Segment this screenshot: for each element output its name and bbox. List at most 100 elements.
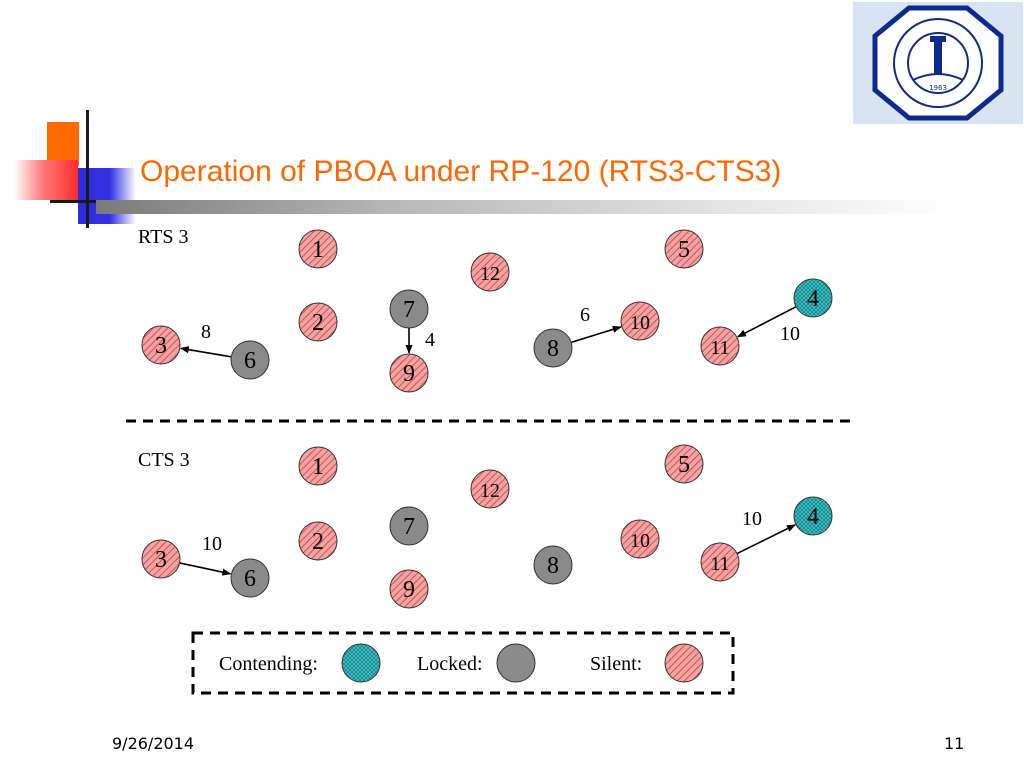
- deco-red-gradient: [14, 160, 78, 200]
- node-12: 12: [470, 252, 510, 292]
- node-7: 7: [389, 506, 429, 546]
- node-circle-locked: [389, 289, 429, 329]
- node-label: 4: [807, 504, 819, 530]
- node-circle-silent: [664, 444, 704, 484]
- node-circle-silent: [664, 229, 704, 269]
- slide-title: Operation of PBOA under RP-120 (RTS3-CTS…: [140, 155, 782, 188]
- node-3: 3: [141, 325, 181, 365]
- title-underline: [96, 200, 956, 214]
- university-seal-icon: 1963: [872, 5, 1004, 121]
- legend: Contending: Locked: Silent:: [191, 631, 735, 695]
- edge-label: 10: [202, 533, 222, 555]
- edge-label: 10: [780, 323, 800, 345]
- legend-label-contending: Contending:: [219, 653, 318, 675]
- node-label: 11: [710, 553, 729, 575]
- node-6: 6: [230, 558, 270, 598]
- node-5: 5: [664, 229, 704, 269]
- edge-label: 8: [201, 321, 211, 343]
- node-label: 8: [547, 553, 559, 579]
- node-circle-silent: [470, 469, 510, 509]
- node-2: 2: [298, 521, 338, 561]
- node-12: 12: [470, 469, 510, 509]
- legend-label-silent: Silent:: [590, 653, 642, 675]
- node-label: 9: [403, 577, 415, 603]
- panel-label: CTS 3: [138, 449, 190, 471]
- edge-11-to-4: [736, 524, 796, 555]
- node-circle-silent: [389, 569, 429, 609]
- node-circle-silent: [141, 325, 181, 365]
- node-label: 7: [403, 297, 415, 323]
- legend-swatch-locked: [496, 643, 536, 683]
- node-label: 9: [403, 361, 415, 387]
- legend-box: [191, 631, 735, 695]
- node-circle-silent: [620, 519, 660, 559]
- edge-3-to-6: [179, 562, 232, 576]
- node-1: 1: [298, 229, 338, 269]
- node-8: 8: [533, 545, 573, 585]
- node-circle-silent: [620, 301, 660, 341]
- deco-horizontal-line: [50, 200, 140, 203]
- node-circle-silent: [700, 326, 740, 366]
- node-circle-silent: [298, 521, 338, 561]
- node-4: 4: [793, 278, 833, 318]
- node-2: 2: [298, 302, 338, 342]
- node-circle-silent: [389, 353, 429, 393]
- node-11: 11: [700, 542, 740, 582]
- footer-page-number: 11: [944, 734, 965, 753]
- node-10: 10: [620, 301, 660, 341]
- edge-4-to-11: [736, 306, 797, 338]
- legend-swatch-contending: [341, 643, 381, 683]
- node-label: 12: [480, 263, 500, 285]
- node-label: 4: [807, 286, 819, 312]
- node-label: 7: [403, 514, 415, 540]
- node-label: 1: [312, 454, 324, 480]
- node-label: 6: [244, 566, 256, 592]
- node-circle-silent: [470, 252, 510, 292]
- node-label: 10: [630, 530, 650, 552]
- panel-label: RTS 3: [138, 226, 188, 248]
- node-label: 3: [155, 547, 167, 573]
- node-circle-locked: [230, 340, 270, 380]
- node-label: 3: [155, 333, 167, 359]
- node-10: 10: [620, 519, 660, 559]
- edge-label: 6: [580, 304, 590, 326]
- node-3: 3: [141, 539, 181, 579]
- edge-label: 10: [742, 508, 762, 530]
- node-label: 5: [678, 452, 690, 478]
- node-circle-silent: [298, 302, 338, 342]
- node-circle-locked: [389, 506, 429, 546]
- node-circle-contending: [793, 278, 833, 318]
- edge-6-to-3: [179, 346, 232, 358]
- node-label: 8: [547, 336, 559, 362]
- node-6: 6: [230, 340, 270, 380]
- edge-8-to-10: [570, 325, 622, 344]
- node-4: 4: [793, 496, 833, 536]
- node-7: 7: [389, 289, 429, 329]
- node-circle-locked: [533, 545, 573, 585]
- node-circle-contending: [793, 496, 833, 536]
- node-9: 9: [389, 569, 429, 609]
- node-11: 11: [700, 326, 740, 366]
- node-label: 2: [312, 529, 324, 555]
- node-label: 12: [480, 480, 500, 502]
- deco-orange-square: [47, 122, 79, 166]
- node-circle-silent: [298, 446, 338, 486]
- node-5: 5: [664, 444, 704, 484]
- node-label: 1: [312, 237, 324, 263]
- footer-date: 9/26/2014: [112, 734, 195, 753]
- node-circle-silent: [298, 229, 338, 269]
- node-9: 9: [389, 353, 429, 393]
- node-label: 6: [244, 348, 256, 374]
- node-label: 5: [678, 237, 690, 263]
- node-label: 2: [312, 310, 324, 336]
- node-circle-locked: [230, 558, 270, 598]
- legend-label-locked: Locked:: [417, 653, 483, 675]
- node-1: 1: [298, 446, 338, 486]
- node-8: 8: [533, 328, 573, 368]
- deco-vertical-line: [86, 110, 89, 228]
- legend-swatch-silent: [664, 643, 704, 683]
- node-circle-silent: [700, 542, 740, 582]
